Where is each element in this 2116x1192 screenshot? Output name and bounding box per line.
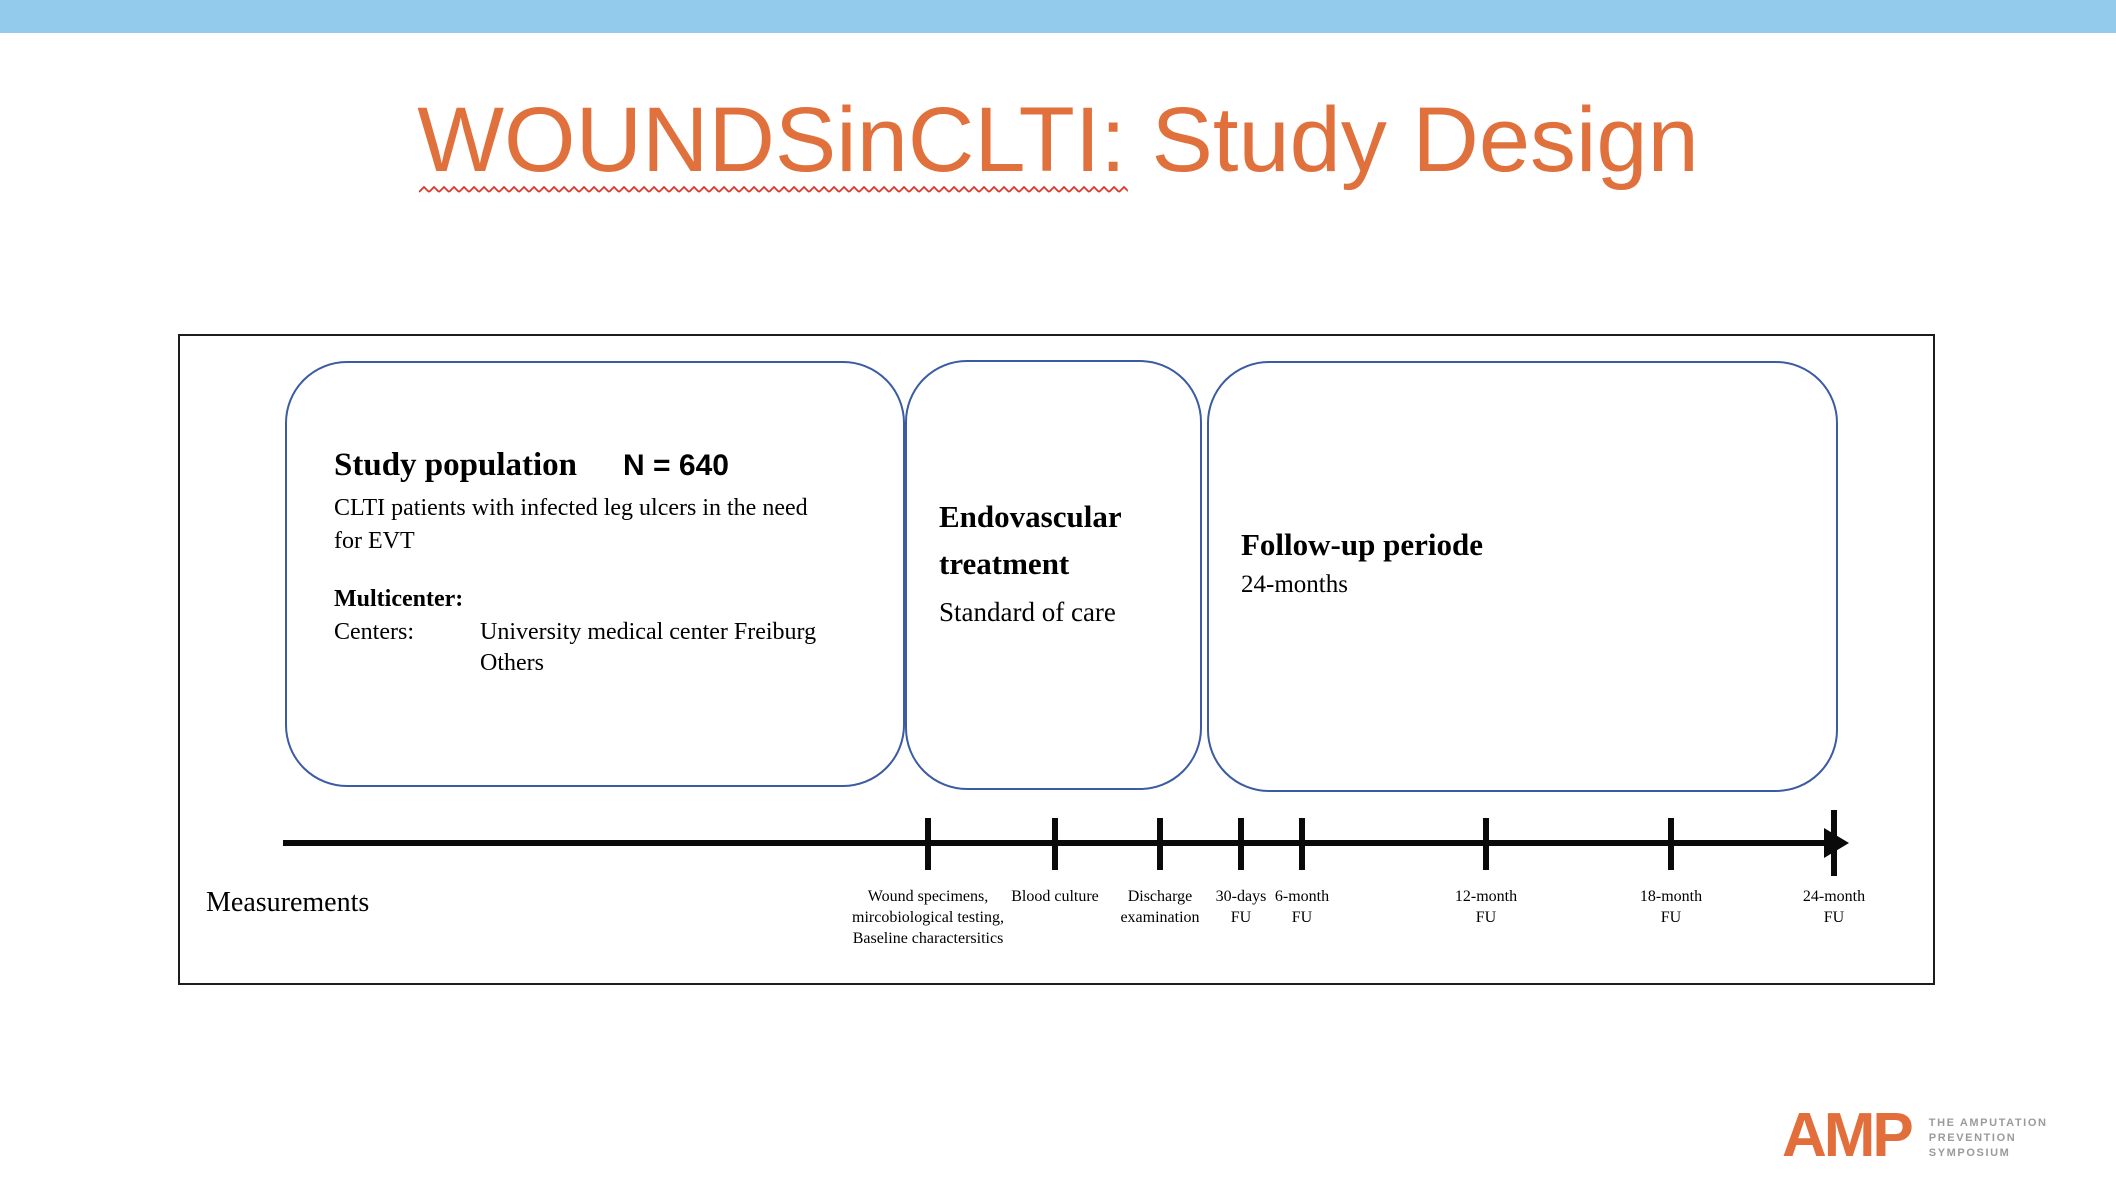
centers-value: University medical center Freiburg Other… bbox=[480, 617, 873, 678]
follow-up-subtext: 24-months bbox=[1241, 571, 1348, 599]
endovascular-treatment-box: Endovascular treatment Standard of care bbox=[905, 360, 1202, 790]
centers-row: Centers: University medical center Freib… bbox=[334, 617, 873, 678]
title-highlight-text: WOUNDSinCLTI: bbox=[417, 89, 1126, 191]
title-rest-text: Study Design bbox=[1126, 89, 1699, 191]
title-misspelled-word: WOUNDSinCLTI: bbox=[417, 89, 1128, 195]
follow-up-heading: Follow-up periode bbox=[1241, 527, 1483, 562]
timeline: Wound specimens,mircobiological testing,… bbox=[180, 336, 1933, 983]
timeline-tick bbox=[1238, 818, 1244, 870]
treatment-subtext: Standard of care bbox=[939, 597, 1116, 627]
page-title: WOUNDSinCLTI: Study Design bbox=[0, 89, 2116, 195]
amp-tagline-line: THE AMPUTATION bbox=[1928, 1117, 2048, 1129]
study-population-n-value: N = 640 bbox=[623, 449, 729, 482]
spellcheck-squiggle-icon bbox=[419, 184, 1128, 195]
center-item: Others bbox=[480, 649, 544, 676]
multicenter-label: Multicenter: bbox=[334, 586, 464, 613]
timeline-tick bbox=[1483, 818, 1489, 870]
top-accent-bar bbox=[0, 0, 2116, 33]
timeline-tick bbox=[1831, 810, 1837, 876]
study-population-heading: Study population bbox=[334, 447, 578, 483]
amp-tagline-line: PREVENTION bbox=[1928, 1132, 2017, 1144]
description-line: CLTI patients with infected leg ulcers i… bbox=[334, 495, 808, 521]
treatment-heading: Endovascular treatment bbox=[939, 494, 1182, 587]
timeline-tick bbox=[1052, 818, 1058, 870]
timeline-tick bbox=[925, 818, 931, 870]
timeline-tick bbox=[1299, 818, 1305, 870]
timeline-tick bbox=[1668, 818, 1674, 870]
timeline-tick-label: Blood culture bbox=[1011, 888, 1099, 905]
amp-tagline-line: SYMPOSIUM bbox=[1928, 1147, 2011, 1159]
amp-logo: AMP THE AMPUTATION PREVENTION SYMPOSIUM bbox=[1782, 1101, 2048, 1170]
timeline-tick bbox=[1157, 818, 1163, 870]
treatment-heading-line: Endovascular bbox=[939, 499, 1122, 534]
measurements-label: Measurements bbox=[206, 887, 370, 918]
description-line: for EVT bbox=[334, 528, 415, 555]
amp-wordmark: AMP bbox=[1782, 1101, 1914, 1170]
study-population-box: Study population N = 640 CLTI patients w… bbox=[285, 361, 905, 787]
study-population-description: CLTI patients with infected leg ulcers i… bbox=[334, 492, 873, 558]
amp-tagline: THE AMPUTATION PREVENTION SYMPOSIUM bbox=[1929, 1116, 2048, 1161]
follow-up-box: Follow-up periode 24-months bbox=[1207, 361, 1838, 792]
centers-label: Centers: bbox=[334, 619, 414, 646]
diagram-frame: Study population N = 640 CLTI patients w… bbox=[178, 334, 1935, 985]
timeline-tick-label: Wound specimens,mircobiological testing,… bbox=[852, 888, 1004, 947]
study-population-heading-row: Study population N = 640 bbox=[334, 447, 873, 484]
treatment-heading-line: treatment bbox=[939, 545, 1070, 581]
center-item: University medical center Freiburg bbox=[480, 619, 817, 646]
